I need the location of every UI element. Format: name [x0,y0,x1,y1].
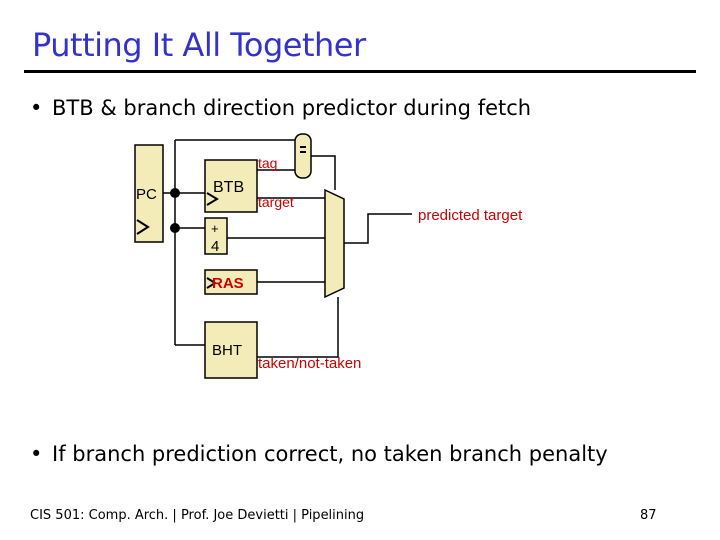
junction-dot [170,188,180,198]
pc-clock-icon [136,219,150,235]
slide-title: Putting It All Together [32,26,366,64]
bullet-dot: • [30,442,43,466]
adder-plus-label: + [211,221,219,236]
ras-label: RAS [212,275,244,292]
ras-clock-icon [206,277,217,289]
wire-mux-output [344,213,412,244]
title-divider [24,70,696,73]
target-label: target [258,194,294,210]
wire-bht-mux [257,297,339,358]
tag-label: tag [258,155,277,171]
bullet-text: If branch prediction correct, no taken b… [52,442,608,466]
page-number: 87 [640,508,657,523]
junction-dot [170,223,180,233]
adder-four-label: 4 [211,238,219,255]
target-mux [324,188,345,299]
bullet-text: BTB & branch direction predictor during … [52,96,532,120]
taken-not-taken-label: taken/not-taken [258,355,361,372]
bullet-item: • If branch prediction correct, no taken … [30,442,608,466]
btb-clock-icon [206,192,219,206]
bht-label: BHT [212,342,242,359]
adder-block [204,217,228,255]
bullet-item: • BTB & branch direction predictor during… [30,96,531,120]
btb-label: BTB [213,179,244,196]
bullet-dot: • [30,96,43,120]
bht-block [204,321,258,379]
pc-register [134,144,164,243]
tag-comparator [294,133,312,179]
btb-block [204,159,258,213]
predicted-target-label: predicted target [418,207,523,224]
wire-compare-mux [311,155,336,190]
pc-label: PC [136,186,157,203]
footer-text: CIS 501: Comp. Arch. | Prof. Joe Deviett… [30,508,365,523]
